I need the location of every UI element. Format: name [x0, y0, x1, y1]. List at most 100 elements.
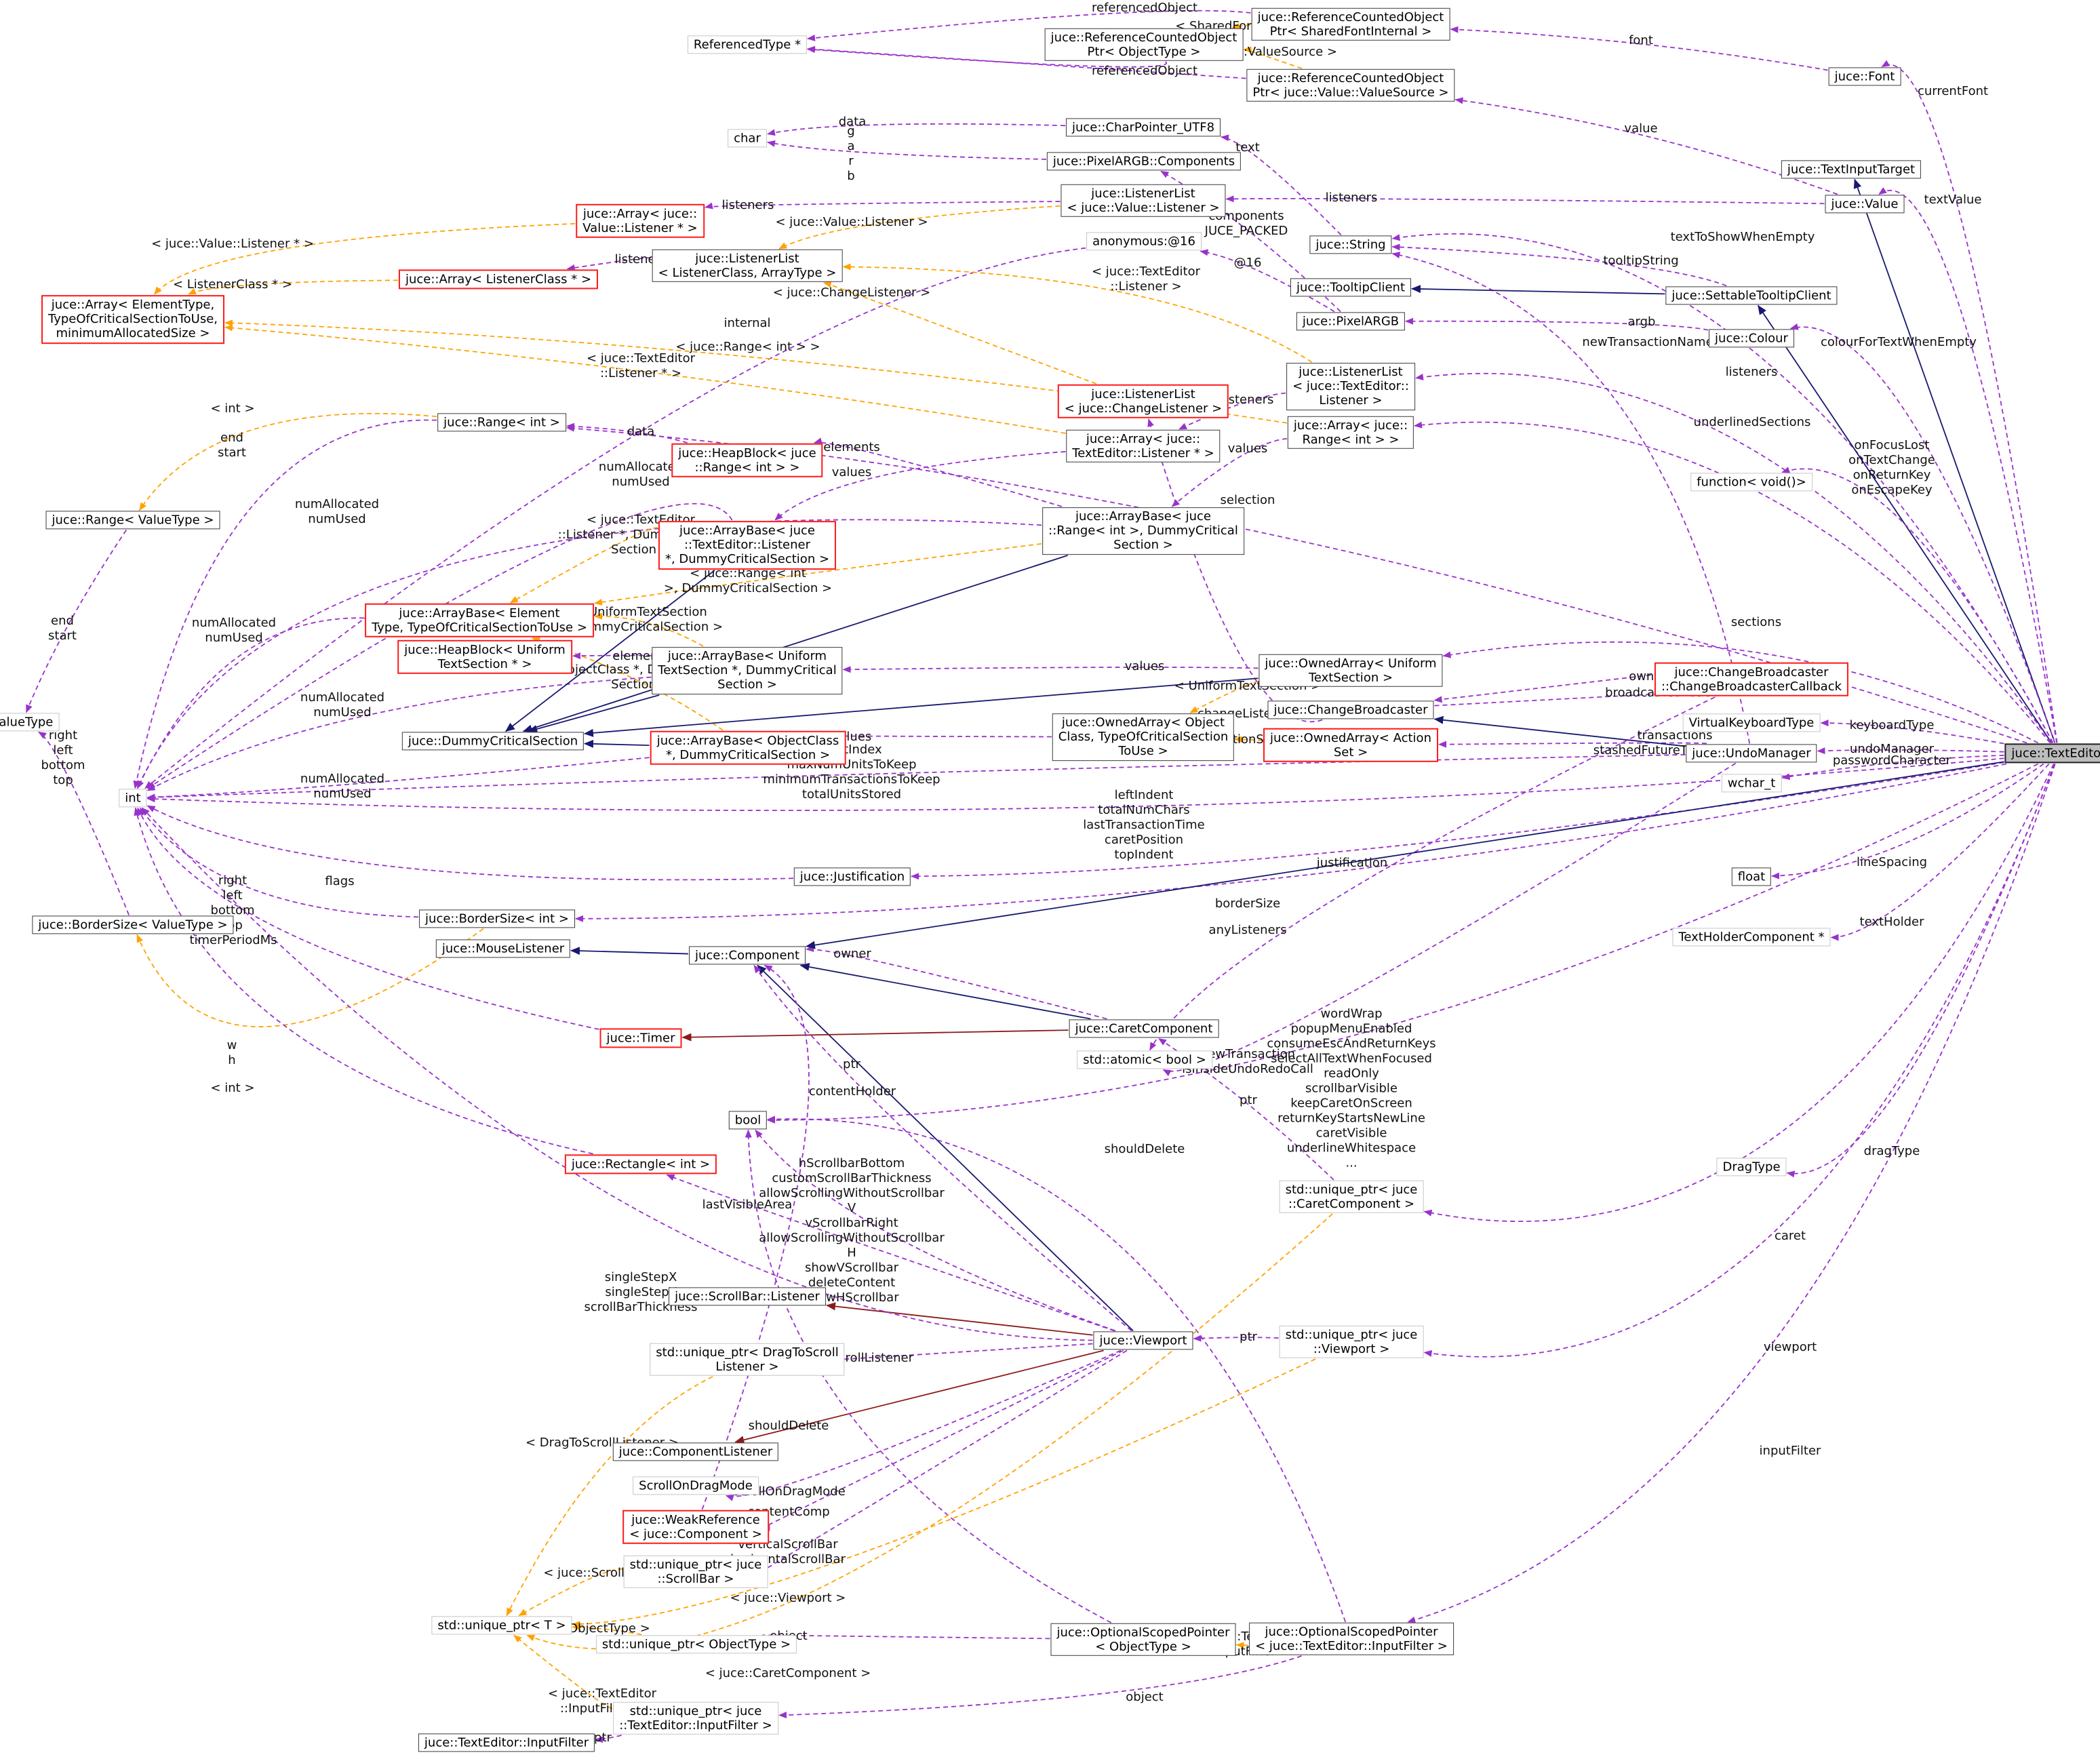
node-arr_range[interactable]: juce::Array< juce:: Range< int > >: [1287, 416, 1414, 450]
edge-label-anon16-to-int: internal: [724, 316, 771, 331]
node-weakref[interactable]: juce::WeakReference < juce::Component >: [622, 1509, 769, 1545]
node-bordervt[interactable]: juce::BorderSize< ValueType >: [32, 915, 234, 934]
node-string[interactable]: juce::String: [1309, 235, 1392, 254]
edge-label-ab_range-to-heap_range: elements: [823, 440, 880, 455]
node-viewport[interactable]: juce::Viewport: [1093, 1331, 1193, 1350]
node-cbc[interactable]: juce::ChangeBroadcaster ::ChangeBroadcas…: [1654, 662, 1849, 697]
node-char[interactable]: char: [728, 129, 767, 148]
node-scrollondrag[interactable]: ScrollOnDragMode: [633, 1476, 759, 1495]
node-pixelcomp[interactable]: juce::PixelARGB::Components: [1046, 152, 1242, 171]
node-ll_changelistener[interactable]: juce::ListenerList < juce::ChangeListene…: [1057, 384, 1229, 419]
node-float[interactable]: float: [1731, 867, 1772, 886]
node-arr_valuelistener[interactable]: juce::Array< juce:: Value::Listener * >: [576, 203, 705, 239]
node-up_objecttype[interactable]: std::unique_ptr< ObjectType >: [595, 1635, 797, 1654]
node-inputfilter[interactable]: juce::TextEditor::InputFilter: [418, 1733, 595, 1752]
node-heap_range[interactable]: juce::HeapBlock< juce ::Range< int > >: [671, 443, 823, 478]
edge-label-up_caret-to-caretcomponent: ptr: [1240, 1093, 1257, 1108]
edge-undomanager-to-string: [1391, 252, 1751, 744]
node-up_caret[interactable]: std::unique_ptr< juce ::CaretComponent >: [1279, 1180, 1424, 1214]
node-range_int[interactable]: juce::Range< int >: [437, 413, 566, 432]
node-justification[interactable]: juce::Justification: [793, 867, 911, 886]
node-function[interactable]: function< void()>: [1690, 473, 1812, 492]
edge-label-cbc-to-atomicbool: anyListeners: [1208, 923, 1287, 938]
node-int[interactable]: int: [119, 789, 147, 808]
edge-label-range_int-to-range_vt: < int >: [210, 401, 255, 416]
node-up_dts[interactable]: std::unique_ptr< DragToScroll Listener >: [650, 1343, 845, 1377]
edge-label-up_viewport-to-up_t: < juce::Viewport >: [730, 1591, 846, 1606]
node-ab_oc[interactable]: juce::ArrayBase< ObjectClass *, DummyCri…: [650, 730, 846, 766]
node-range_vt[interactable]: juce::Range< ValueType >: [45, 511, 220, 530]
node-ab_elem[interactable]: juce::ArrayBase< Element Type, TypeOfCri…: [365, 603, 594, 638]
node-timer[interactable]: juce::Timer: [599, 1028, 682, 1048]
node-rcoptr_obj[interactable]: juce::ReferenceCountedObject Ptr< Object…: [1044, 28, 1244, 62]
edge-settabletooltip-to-tooltipclient: [1411, 285, 1665, 295]
node-oa_actionset[interactable]: juce::OwnedArray< Action Set >: [1263, 728, 1438, 763]
node-changebroadcaster[interactable]: juce::ChangeBroadcaster: [1267, 700, 1434, 719]
node-ll_generic[interactable]: juce::ListenerList < ListenerClass, Arra…: [652, 249, 843, 283]
node-arr_listenerclass[interactable]: juce::Array< ListenerClass * >: [398, 269, 599, 290]
node-textinputtarget[interactable]: juce::TextInputTarget: [1781, 160, 1922, 179]
edge-oa_uts-to-dcs: [584, 677, 1259, 737]
edge-viewport-to-complistener: [734, 1349, 1104, 1444]
node-charptr[interactable]: juce::CharPointer_UTF8: [1065, 118, 1221, 137]
node-valuetype[interactable]: ValueType: [0, 713, 60, 732]
node-arr_telistener[interactable]: juce::Array< juce:: TextEditor::Listener…: [1066, 429, 1221, 463]
node-dcs[interactable]: juce::DummyCriticalSection: [401, 732, 585, 751]
node-font[interactable]: juce::Font: [1828, 67, 1901, 86]
node-ll_telistener[interactable]: juce::ListenerList < juce::TextEditor:: …: [1286, 363, 1415, 410]
node-up_if[interactable]: std::unique_ptr< juce ::TextEditor::Inpu…: [613, 1701, 778, 1735]
edge-osp_if-to-osp_obj: [1235, 1642, 1249, 1649]
node-complistener[interactable]: juce::ComponentListener: [612, 1442, 779, 1461]
node-colour[interactable]: juce::Colour: [1709, 329, 1794, 348]
node-anon16[interactable]: anonymous:@16: [1086, 232, 1202, 251]
edge-caretcomponent-to-component: [806, 945, 1107, 1020]
edge-up_dts-to-up_t: [506, 1376, 713, 1617]
node-rect[interactable]: juce::Rectangle< int >: [564, 1154, 717, 1174]
edge-texteditor-to-justification: [911, 762, 2004, 880]
node-osp_obj[interactable]: juce::OptionalScopedPointer < ObjectType…: [1050, 1623, 1236, 1657]
node-pixelargb[interactable]: juce::PixelARGB: [1296, 312, 1406, 331]
edge-label-ll_telistener-to-arr_telistener: listeners: [1221, 393, 1274, 408]
edge-pixelcomp-to-char: [767, 140, 1047, 160]
node-osp_if[interactable]: juce::OptionalScopedPointer < juce::Text…: [1249, 1622, 1454, 1656]
edge-label-ll_value-to-arr_valuelistener: listeners: [721, 198, 774, 213]
node-up_viewport[interactable]: std::unique_ptr< juce ::Viewport >: [1279, 1325, 1424, 1359]
edge-ab_uts-to-int: [146, 676, 652, 791]
node-arr_elem[interactable]: juce::Array< ElementType, TypeOfCritical…: [41, 295, 224, 344]
node-heap_uts[interactable]: juce::HeapBlock< Uniform TextSection * >: [397, 639, 572, 675]
node-oa_uts[interactable]: juce::OwnedArray< Uniform TextSection >: [1259, 654, 1443, 688]
node-dragtype[interactable]: DragType: [1716, 1158, 1787, 1177]
node-rcoptr_shared[interactable]: juce::ReferenceCountedObject Ptr< Shared…: [1251, 7, 1450, 41]
node-ab_tel[interactable]: juce::ArrayBase< juce ::TextEditor::List…: [658, 521, 837, 570]
node-up_scrollbar[interactable]: std::unique_ptr< juce ::ScrollBar >: [623, 1555, 768, 1589]
node-wchar[interactable]: wchar_t: [1721, 774, 1782, 793]
node-mouselistener[interactable]: juce::MouseListener: [435, 939, 571, 958]
node-settabletooltip[interactable]: juce::SettableTooltipClient: [1665, 286, 1838, 305]
node-referencedtype[interactable]: ReferencedType *: [687, 35, 808, 54]
node-ab_uts[interactable]: juce::ArrayBase< Uniform TextSection *, …: [652, 647, 843, 694]
node-up_t[interactable]: std::unique_ptr< T >: [431, 1616, 572, 1635]
edge-range_int-to-int: [133, 419, 437, 789]
node-bool[interactable]: bool: [728, 1111, 768, 1130]
edge-label-texteditor-to-function: onFocusLost onTextChange onReturnKey onE…: [1848, 438, 1935, 497]
node-tooltipclient[interactable]: juce::TooltipClient: [1290, 278, 1412, 297]
edge-label-undomanager-to-string: newTransactionName: [1582, 335, 1713, 350]
node-rcoptr_vs[interactable]: juce::ReferenceCountedObject Ptr< juce::…: [1246, 68, 1455, 102]
node-component[interactable]: juce::Component: [688, 946, 806, 965]
node-caretcomponent[interactable]: juce::CaretComponent: [1069, 1019, 1219, 1038]
node-texteditor[interactable]: juce::TextEditor: [2004, 743, 2100, 764]
edge-osp_obj-to-bool: [745, 1129, 1112, 1623]
node-ll_value[interactable]: juce::ListenerList < juce::Value::Listen…: [1061, 184, 1226, 218]
edge-label-rcoptr_obj-to-referencedtype: referencedObject: [1092, 64, 1197, 79]
node-undomanager[interactable]: juce::UndoManager: [1686, 744, 1817, 763]
node-vkt[interactable]: VirtualKeyboardType: [1682, 713, 1821, 732]
edge-texteditor-to-ll_telistener: [1415, 373, 2052, 744]
node-textholder[interactable]: TextHolderComponent *: [1672, 928, 1831, 947]
node-oa_oc[interactable]: juce::OwnedArray< Object Class, TypeOfCr…: [1052, 713, 1235, 761]
node-sb_listener[interactable]: juce::ScrollBar::Listener: [669, 1287, 826, 1306]
edge-texteditor-to-int: [146, 757, 2004, 812]
node-atomicbool[interactable]: std::atomic< bool >: [1077, 1050, 1212, 1069]
node-borderint[interactable]: juce::BorderSize< int >: [419, 909, 575, 928]
node-value[interactable]: juce::Value: [1825, 195, 1905, 214]
node-ab_range[interactable]: juce::ArrayBase< juce ::Range< int >, Du…: [1042, 507, 1244, 555]
